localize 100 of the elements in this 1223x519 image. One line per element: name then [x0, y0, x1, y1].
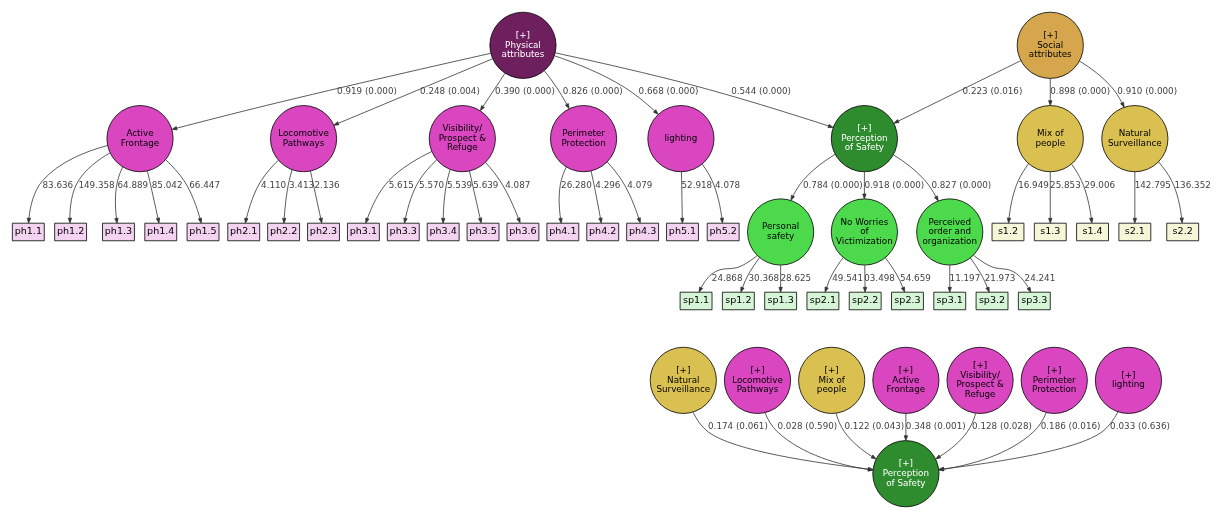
edge-label: 0.248 (0.004): [420, 86, 480, 97]
edge-label: 0.390 (0.000): [495, 86, 555, 97]
edge-label: 0.028 (0.590): [777, 421, 838, 432]
edge-label: 0.174 (0.061): [708, 421, 768, 432]
node-circle: lighting: [647, 105, 715, 173]
node-box: sp1.2: [722, 291, 755, 311]
edge-label: 49.541: [832, 272, 863, 283]
edge-label: 5.539: [446, 179, 473, 190]
edge-label: 4.087: [505, 179, 531, 190]
arrow: [441, 169, 451, 224]
edge-label: 54.659: [900, 272, 931, 283]
edge-label: 2.136: [314, 179, 340, 190]
node-box: ph3.1: [347, 222, 380, 242]
arrow: [740, 257, 760, 293]
edge-label: 4.079: [627, 179, 653, 190]
edge-label: 0.827 (0.000): [931, 179, 992, 190]
arrow: [606, 161, 641, 224]
node-box: ph4.1: [546, 222, 580, 242]
edge-label: 142.795: [1134, 179, 1171, 190]
node-box: s1.3: [1033, 222, 1067, 242]
edge-label: 0.186 (0.016): [1040, 421, 1101, 432]
arrow: [365, 151, 433, 224]
node-box: sp3.2: [975, 291, 1009, 311]
edge-label: 4.296: [595, 179, 621, 190]
node-circle: [+] Perimeter Protection: [1020, 346, 1088, 414]
arrow: [947, 264, 952, 293]
arrow: [701, 163, 724, 224]
arrow: [778, 264, 783, 293]
edge-label: 0.898 (0.000): [1050, 86, 1111, 97]
edge-label: 0.223 (0.016): [962, 86, 1023, 97]
edge-label: 4.078: [715, 179, 741, 190]
node-box: ph1.1: [11, 222, 45, 242]
edge-label: 52.918: [681, 179, 713, 190]
edge-label: 66.447: [189, 179, 220, 190]
node-box: sp2.1: [806, 291, 840, 311]
node-box: ph3.5: [466, 222, 500, 242]
edge-label: 85.042: [151, 179, 183, 190]
node-box: ph4.2: [586, 222, 620, 242]
arrow: [835, 412, 877, 460]
arrow: [973, 254, 1032, 293]
arrow: [935, 412, 977, 460]
node-circle: [+] Natural Surveillance: [649, 346, 717, 414]
edge-label: 0.122 (0.043): [844, 421, 905, 432]
edge-label: 03.498: [864, 272, 895, 283]
arrow: [333, 58, 494, 126]
node-box: ph5.1: [666, 222, 699, 242]
node-box: ph2.1: [227, 222, 261, 242]
edge-label: 136.352: [1174, 179, 1211, 190]
edge-label: 29.006: [1084, 179, 1116, 190]
edge-label: 5.570: [419, 179, 445, 190]
arrow: [892, 154, 939, 202]
arrow: [1079, 60, 1125, 108]
arrow: [555, 52, 834, 128]
node-box: sp2.2: [848, 291, 882, 311]
edge-label: 4.110: [261, 179, 287, 190]
node-circle: [+] Locomotive Pathways: [724, 346, 791, 414]
node-circle: [+] Active Frontage: [872, 346, 940, 414]
node-circle: [+] Visibility/ Prospect & Refuge: [946, 346, 1014, 414]
edge-label: 0.128 (0.028): [972, 421, 1032, 432]
node-box: sp1.3: [764, 291, 797, 311]
arrow: [403, 159, 438, 224]
node-box: ph2.3: [307, 222, 340, 242]
edge-label: 5.615: [388, 179, 414, 190]
node-box: s1.4: [1076, 222, 1109, 242]
node-box: s2.1: [1118, 222, 1152, 242]
node-circle: [+] Physical attributes: [489, 11, 557, 79]
node-box: ph1.2: [54, 222, 87, 242]
edge-label: 16.949: [1018, 179, 1049, 190]
arrow: [698, 255, 758, 293]
node-box: ph1.3: [102, 222, 135, 242]
edge-label: 64.889: [117, 179, 149, 190]
edge-label: 5.639: [473, 179, 499, 190]
arrow: [790, 153, 836, 201]
node-circle: Personal safety: [747, 198, 815, 266]
node-circle: [+] Mix of people: [798, 346, 866, 414]
arrow: [893, 60, 1022, 124]
node-circle: Mix of people: [1016, 105, 1084, 173]
node-box: ph3.3: [386, 222, 420, 242]
arrow: [692, 411, 874, 472]
arrow: [1048, 78, 1053, 106]
node-circle: Perceived order and organization: [916, 198, 984, 266]
edge-label: 0.918 (0.000): [864, 179, 925, 190]
node-box: ph3.4: [426, 222, 460, 242]
node-box: ph5.2: [706, 222, 740, 242]
node-box: sp1.1: [679, 291, 713, 311]
node-circle: No Worries of Victimization: [830, 198, 898, 266]
arrow: [26, 145, 108, 224]
node-circle: Active Frontage: [106, 105, 174, 173]
arrow: [824, 257, 844, 293]
edge-label: 11.197: [949, 272, 981, 283]
arrow: [1158, 161, 1184, 224]
arrow: [147, 170, 160, 224]
edge-label: 3.413: [289, 179, 315, 190]
node-box: sp3.3: [1017, 291, 1051, 311]
arrow: [764, 412, 874, 472]
edge-label: 28.625: [780, 272, 812, 283]
node-box: sp3.1: [933, 291, 967, 311]
edge-label: 0.033 (0.636): [1110, 421, 1170, 432]
arrow: [862, 264, 868, 293]
edge-label: 24.868: [711, 272, 743, 283]
